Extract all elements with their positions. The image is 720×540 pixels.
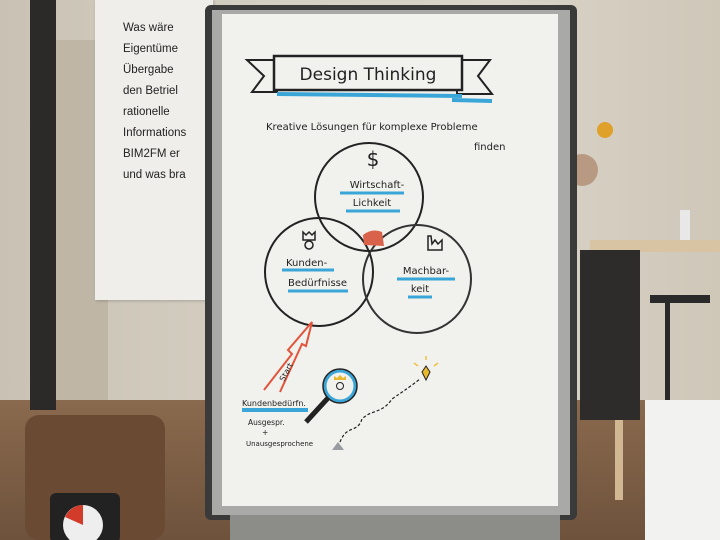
circle-label: Kunden-	[286, 258, 328, 269]
right-poster	[645, 400, 720, 540]
bottom-note: Ausgespr.	[248, 418, 285, 427]
door-frame	[30, 0, 56, 410]
poster-line: BIM2FM er	[123, 148, 180, 160]
poster-line: Was wäre	[123, 22, 174, 34]
poster-line: rationelle	[123, 106, 170, 118]
subtitle-line1: Kreative Lösungen für komplexe Probleme	[266, 122, 478, 133]
flipchart-drawing: Design Thinking Kreative Lösungen für ko…	[242, 54, 505, 450]
start-label: Start	[278, 361, 295, 382]
poster-line: Eigentüme	[123, 43, 178, 55]
poster-line: Informations	[123, 127, 187, 139]
loop-path	[339, 378, 421, 443]
lightbulb-icon	[413, 356, 439, 382]
circle-label: Wirtschaft-	[350, 180, 405, 191]
venn-circle-feasibility	[362, 224, 472, 334]
poster-line: den Betriel	[123, 85, 178, 97]
room-scene-right	[570, 122, 720, 540]
start-arrow	[263, 321, 313, 393]
bottom-note: Unausgesprochene	[246, 440, 313, 448]
bottle	[680, 210, 690, 240]
sunflower	[597, 122, 613, 138]
venn-circle-customer	[264, 217, 374, 327]
factory-icon	[427, 235, 443, 251]
bottom-label: Kundenbedürfn.	[242, 399, 306, 408]
timer-remaining	[65, 505, 83, 525]
title-banner: Design Thinking	[244, 54, 495, 103]
crown-person-icon	[302, 230, 316, 250]
poster-line: und was bra	[123, 169, 186, 181]
circle-label: Machbar-	[403, 266, 450, 277]
circle-label: Bedürfnisse	[288, 278, 347, 289]
venn-intersection	[363, 230, 384, 246]
mountain-icon	[332, 442, 344, 450]
magnifier-icon	[304, 368, 358, 424]
table-top	[590, 240, 720, 252]
poster-line: Übergabe	[123, 64, 174, 76]
left-poster: Was wäre Eigentüme Übergabe den Betriel …	[95, 0, 213, 300]
chair-and-timer	[25, 415, 165, 540]
circle-label: Lichkeit	[353, 198, 392, 209]
dollar-icon: $	[367, 147, 380, 171]
flipchart-stand	[230, 515, 560, 540]
bottom-note: +	[262, 428, 268, 437]
person-legs	[580, 250, 640, 420]
flipchart-title: Design Thinking	[300, 65, 437, 85]
stool	[650, 295, 710, 303]
subtitle-line2: finden	[474, 142, 505, 153]
stool-leg	[665, 300, 670, 460]
circle-label: keit	[411, 284, 429, 295]
